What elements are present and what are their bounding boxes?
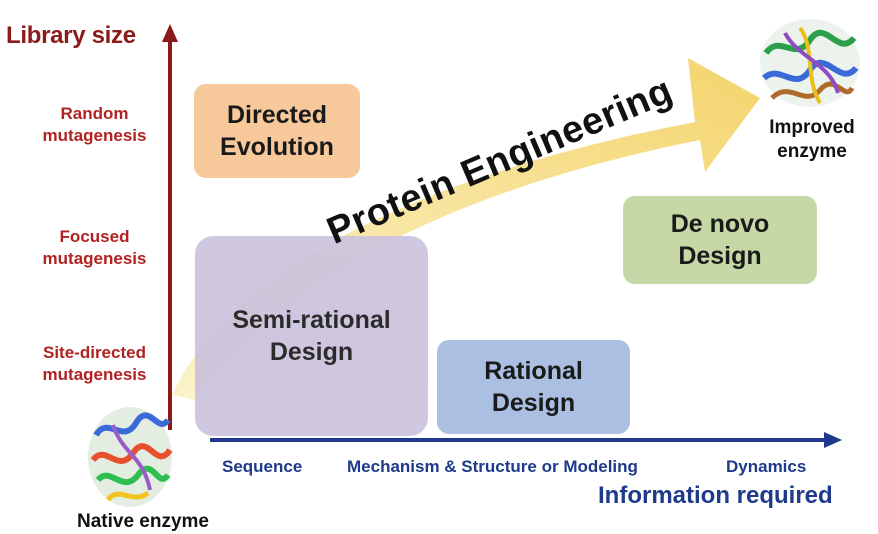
- x-axis-title: Information required: [598, 482, 833, 509]
- de-novo-design-label: De novo Design: [670, 210, 770, 270]
- x-axis-arrowhead: [824, 432, 842, 448]
- x-tick-dynamics: Dynamics: [726, 457, 807, 476]
- native-enzyme-label: Native enzyme: [76, 511, 209, 532]
- x-tick-sequence: Sequence: [222, 457, 303, 476]
- y-axis-arrowhead: [162, 24, 178, 42]
- directed-evolution-box: Directed Evolution: [194, 84, 360, 178]
- x-tick-mechanism: Mechanism & Structure or Modeling: [347, 457, 638, 476]
- semi-rational-design-box: Semi-rational Design: [195, 236, 428, 436]
- y-axis-title: Library size: [6, 22, 136, 49]
- native-enzyme-image: [88, 407, 173, 507]
- de-novo-design-box: De novo Design: [623, 196, 817, 284]
- y-level-focused: Focused mutagenesis: [42, 227, 147, 268]
- improved-enzyme-label: Improved enzyme: [769, 117, 855, 162]
- y-level-random: Random mutagenesis: [42, 104, 147, 145]
- rational-design-label: Rational Design: [484, 357, 583, 417]
- y-level-site-directed: Site-directed mutagenesis: [42, 343, 147, 384]
- rational-design-box: Rational Design: [437, 340, 630, 434]
- protein-engineering-arrow: [172, 58, 760, 400]
- semi-rational-design-label: Semi-rational Design: [232, 306, 391, 366]
- directed-evolution-label: Directed Evolution: [220, 101, 334, 161]
- improved-enzyme-image: [760, 19, 860, 107]
